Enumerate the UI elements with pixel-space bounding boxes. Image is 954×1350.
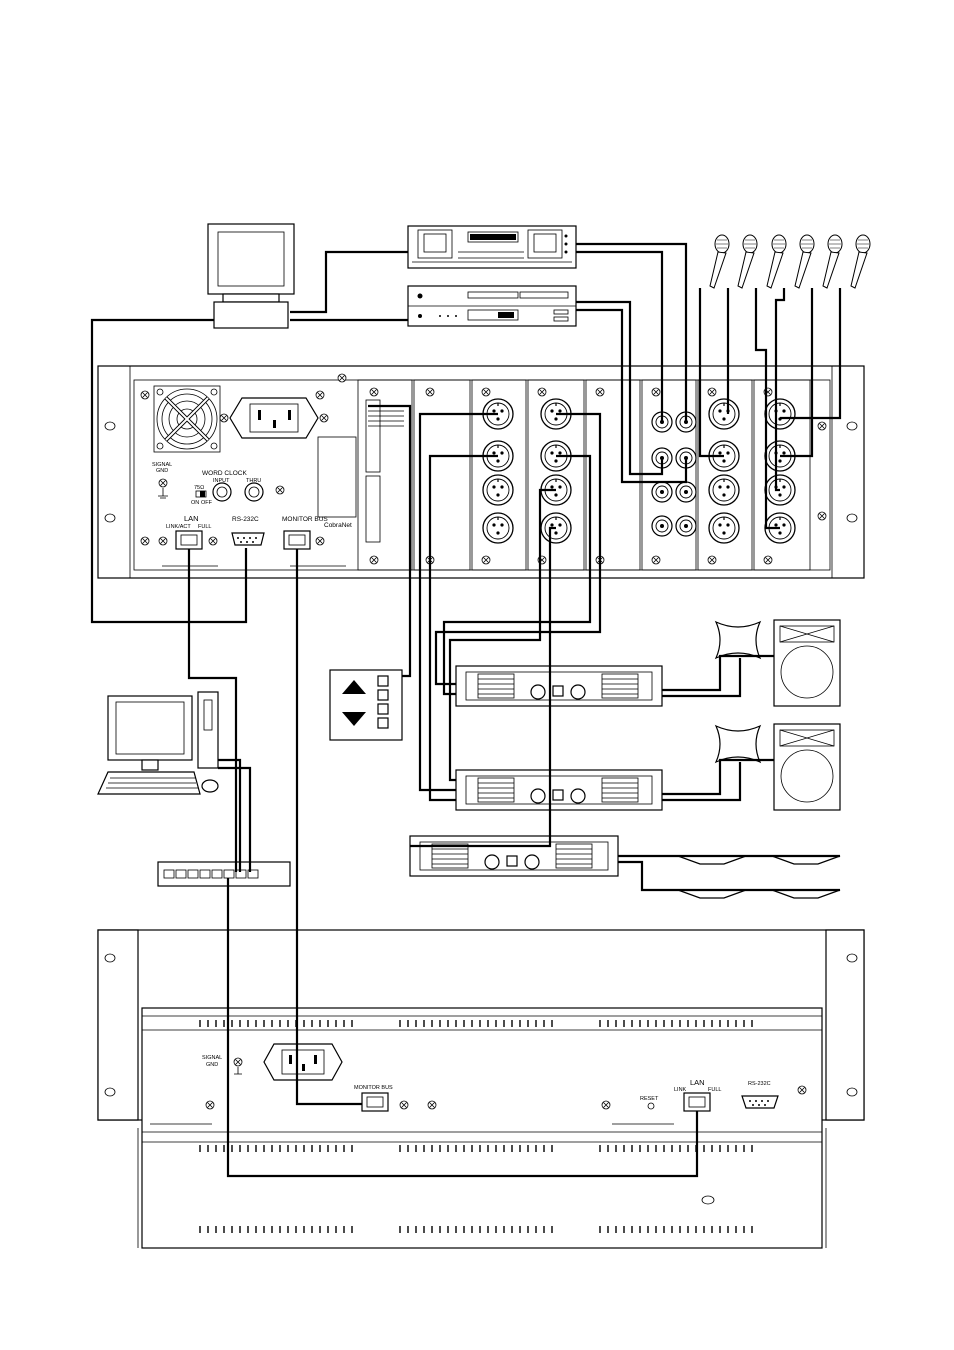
svg-text:WORD CLOCK: WORD CLOCK — [202, 470, 247, 477]
cabinet-speaker-2 — [774, 724, 840, 810]
main-frame-rear-panel: SIGNAL GND WORD CLOCK INPUT THRU 75Ω ON … — [98, 366, 864, 578]
power-amplifier-3 — [410, 836, 618, 876]
remote-controller — [330, 670, 402, 740]
svg-text:SIGNAL: SIGNAL — [202, 1055, 222, 1061]
cabinet-speaker-1 — [774, 620, 840, 706]
svg-text:ON: ON — [191, 500, 199, 506]
console-rear-panel: SIGNAL GND MONITOR BUS RESET LAN LINK FU… — [98, 930, 864, 1248]
horn-speaker-1 — [716, 622, 760, 658]
svg-text:FULL: FULL — [708, 1087, 721, 1093]
console-ac-inlet — [264, 1044, 342, 1080]
svg-text:MONITOR BUS: MONITOR BUS — [354, 1085, 393, 1091]
svg-text:CobraNet: CobraNet — [324, 522, 352, 529]
microphones — [710, 235, 870, 288]
svg-text:RS-232C: RS-232C — [748, 1081, 771, 1087]
svg-text:RS-232C: RS-232C — [232, 516, 259, 523]
svg-text:75Ω: 75Ω — [194, 485, 204, 491]
cd-player — [408, 286, 576, 326]
cassette-deck — [408, 226, 576, 268]
svg-text:LAN: LAN — [184, 514, 199, 523]
network-switch — [158, 862, 290, 886]
svg-text:RESET: RESET — [640, 1096, 659, 1102]
svg-text:GND: GND — [206, 1062, 218, 1068]
svg-text:LAN: LAN — [690, 1078, 705, 1087]
ceiling-speakers — [678, 856, 840, 898]
svg-text:LINK: LINK — [674, 1087, 687, 1093]
svg-text:OFF: OFF — [201, 500, 213, 506]
svg-text:GND: GND — [156, 468, 168, 474]
svg-text:FULL: FULL — [198, 524, 211, 530]
power-amplifier-2 — [456, 770, 662, 810]
desktop-pc — [98, 692, 218, 794]
svg-text:LINK/ACT: LINK/ACT — [166, 524, 191, 530]
computer-monitor — [208, 224, 294, 328]
horn-speaker-2 — [716, 726, 760, 762]
power-amplifier-1 — [456, 666, 662, 706]
